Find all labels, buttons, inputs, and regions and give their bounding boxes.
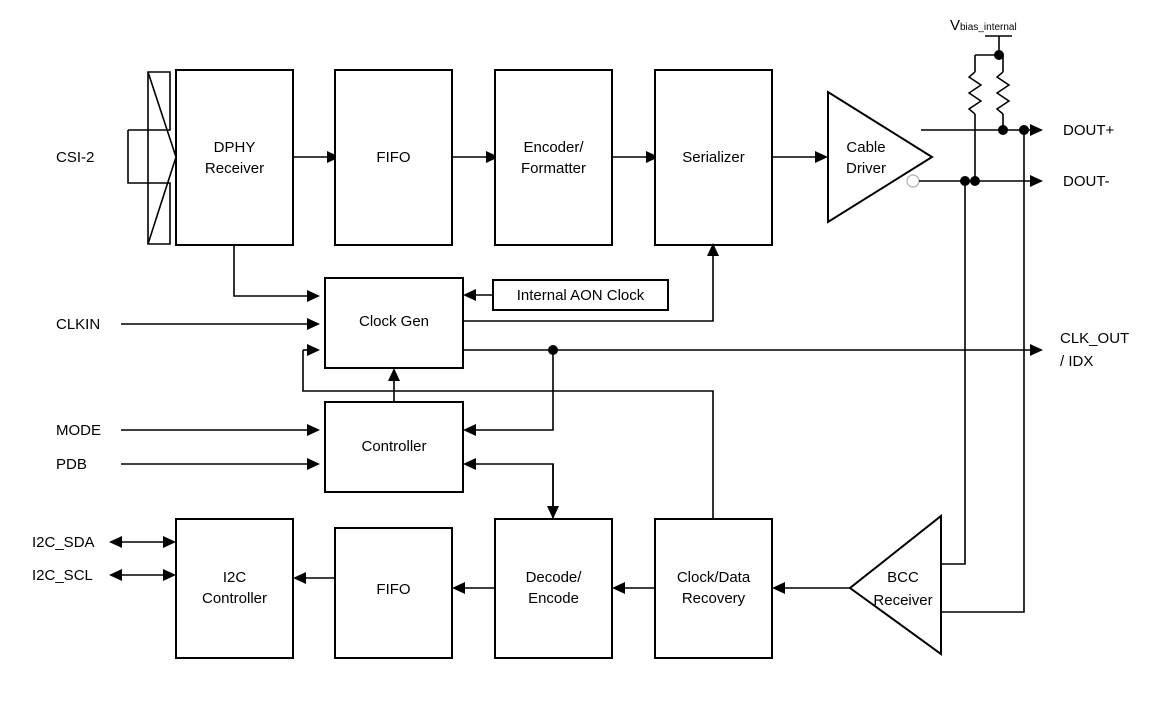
wire-dphy-to-fifo <box>293 151 340 163</box>
wire-clkout-to-controller <box>463 350 554 436</box>
block-serializer-label: Serializer <box>682 149 745 166</box>
wire-controller-to-clockgen <box>388 368 400 402</box>
wire-fifobot-to-i2c <box>293 572 335 584</box>
block-controller-label: Controller <box>361 438 426 455</box>
mode-label: MODE <box>56 422 101 439</box>
wire-branch-to-decode <box>547 464 559 519</box>
wire-clockgen-to-serializer <box>463 243 719 322</box>
block-controller[interactable] <box>324 401 464 493</box>
wire-doutp-to-bcc <box>941 130 1025 613</box>
block-aon-clock-label: Internal AON Clock <box>517 287 645 304</box>
block-i2c-controller-label-2: Controller <box>202 590 267 607</box>
block-encoder-label-2: Formatter <box>521 160 586 177</box>
wire-dout-plus <box>921 124 1043 136</box>
wire-dphy-to-clockgen <box>233 245 320 302</box>
block-cdr-label-1: Clock/Data <box>677 569 751 586</box>
i2c-sda-label: I2C_SDA <box>32 534 95 551</box>
resistor-2-icon <box>995 55 1011 130</box>
block-fifo-bottom[interactable] <box>334 527 453 659</box>
wire-aon-to-clockgen <box>463 289 493 301</box>
wire-encoder-to-serializer <box>612 151 659 163</box>
pdb-label: PDB <box>56 456 87 473</box>
wire-decode-to-fifobot <box>452 582 495 594</box>
block-encoder-formatter[interactable] <box>494 69 613 246</box>
clkin-label: CLKIN <box>56 316 100 333</box>
block-encoder-label-1: Encoder/ <box>523 139 584 156</box>
wire-dout-minus <box>919 175 1043 187</box>
block-cable-driver-label-1: Cable <box>846 139 885 156</box>
wire-cdr-to-decode <box>612 582 655 594</box>
block-clock-gen[interactable] <box>324 277 464 369</box>
i2c-scl-label: I2C_SCL <box>32 567 93 584</box>
block-cable-driver-label-2: Driver <box>846 160 886 177</box>
block-cable-driver[interactable] <box>827 90 934 224</box>
wire-serializer-to-cable-driver <box>772 151 828 163</box>
dout-minus-label: DOUT- <box>1063 173 1110 190</box>
clk-out-label-2: / IDX <box>1060 353 1093 370</box>
wire-i2c-sda <box>109 536 176 548</box>
block-fifo-top-label: FIFO <box>376 149 410 166</box>
csi2-label: CSI-2 <box>56 149 94 166</box>
vbias-label-main: V <box>950 17 960 34</box>
wire-loop-to-cdr <box>463 390 714 519</box>
block-bcc-label-1: BCC <box>887 569 919 586</box>
block-decode-label-1: Decode/ <box>526 569 583 586</box>
block-dphy-receiver-label-2: Receiver <box>205 160 264 177</box>
resistor-1-icon <box>967 55 983 181</box>
wire-clockgen-to-clkout <box>463 344 1043 356</box>
block-clock-data-recovery[interactable] <box>654 518 773 659</box>
csi2-connector-icon <box>127 71 177 245</box>
junction-dot-doutp-resistor <box>998 125 1008 135</box>
junction-dot-vbias <box>994 50 1004 60</box>
vbias-supply-node: V bias_internal <box>950 17 1017 60</box>
inverting-output-bubble-icon <box>906 174 920 188</box>
clk-out-label-1: CLK_OUT <box>1060 330 1129 347</box>
wire-decodebranch-to-controller <box>463 458 554 528</box>
block-fifo-bottom-label: FIFO <box>376 581 410 598</box>
vbias-label-sub: bias_internal <box>960 22 1017 33</box>
dout-plus-label: DOUT+ <box>1063 122 1114 139</box>
junction-dot-doutn-resistor <box>970 176 980 186</box>
block-dphy-receiver[interactable] <box>175 69 294 246</box>
wire-pdb-to-controller <box>121 458 320 470</box>
block-clock-gen-label: Clock Gen <box>359 313 429 330</box>
block-fifo-top[interactable] <box>334 69 453 246</box>
wire-i2c-scl <box>109 569 176 581</box>
wire-fifo-to-encoder <box>452 151 499 163</box>
block-i2c-controller[interactable] <box>175 518 294 659</box>
block-i2c-controller-label-1: I2C <box>223 569 247 586</box>
block-decode-encode[interactable] <box>494 518 613 659</box>
wire-bcc-to-cdr <box>772 582 850 594</box>
wire-clkin-to-clockgen <box>121 318 320 330</box>
block-decode-label-2: Encode <box>528 590 579 607</box>
block-internal-aon-clock[interactable] <box>492 279 669 311</box>
wire-feedback-to-clockgen <box>302 344 463 392</box>
wire-mode-to-controller <box>121 424 320 436</box>
block-dphy-receiver-label-1: DPHY <box>214 139 256 156</box>
block-bcc-receiver[interactable] <box>848 513 942 656</box>
block-cdr-label-2: Recovery <box>682 590 746 607</box>
block-bcc-label-2: Receiver <box>873 592 932 609</box>
wire-doutn-to-bcc <box>941 181 966 565</box>
